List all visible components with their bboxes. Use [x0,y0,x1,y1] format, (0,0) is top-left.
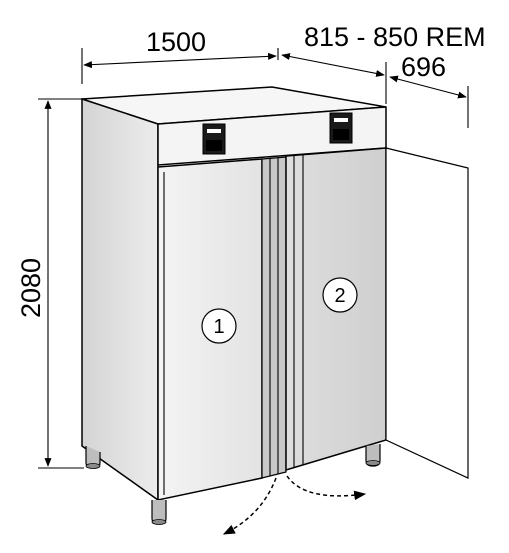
callout-left-door: 1 [201,308,237,344]
callout-left-door-number: 1 [213,316,224,338]
cabinet-feet [85,444,381,525]
left-controller [202,123,226,155]
callout-right-door-number: 2 [334,285,345,307]
height-dimension-label: 2080 [16,258,46,318]
cabinet-body [81,86,469,502]
depth-dimension-label: 696 [401,52,446,82]
right-controller [329,112,353,144]
dimension-lines [38,48,469,469]
depth-range-dimension-label: 815 - 850 REM [304,22,486,52]
callout-right-door: 2 [322,277,358,313]
width-dimension-label: 1500 [146,27,206,57]
door-swing-arrows [222,475,367,535]
